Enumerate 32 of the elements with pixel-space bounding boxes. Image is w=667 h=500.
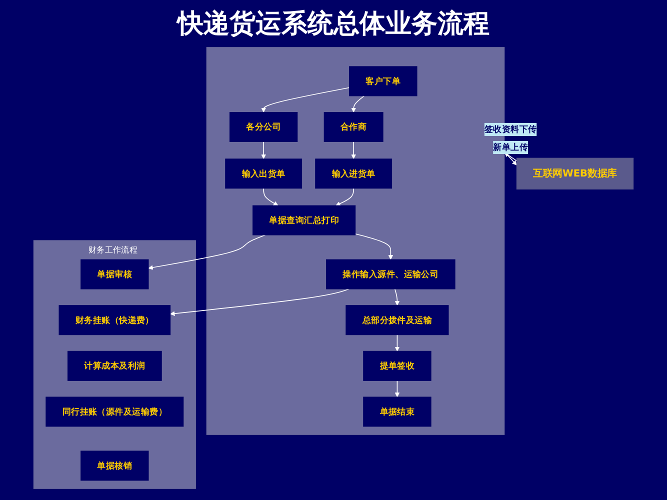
node-box: 互联网WEB数据库 [516,158,634,190]
arrow [394,334,400,352]
edge-label: 新单上传 [493,142,528,152]
node-box: 输入出货单 [225,158,302,189]
node-box: 提单签收 [363,350,432,381]
node-box: 计算成本及利润 [67,350,162,381]
node-box: 财务挂账（快递费） [58,305,171,336]
title: 快递货运系统总体业务流程 [175,8,490,41]
node-box: 合作商 [324,112,384,142]
arrow [504,152,518,162]
node-box: 单据结束 [363,396,432,427]
node-box: 各分公司 [229,112,298,142]
arrow [170,288,350,316]
node-box: 操作输入源件、运输公司 [326,259,456,290]
arrow [263,188,278,206]
node-box: 同行挂账（源件及运输费） [46,396,184,427]
node-box: 客户下单 [349,66,418,96]
arrow [351,141,356,160]
node-box: 总部分拨件及运输 [346,305,449,336]
arrow [351,96,365,112]
arrow [148,234,266,270]
edge-label: 签收资料下传 [484,124,537,134]
arrow [261,87,350,112]
arrow [354,233,394,260]
arrow [394,288,400,306]
arrow [394,380,400,398]
arrow [261,141,266,160]
node-box: 单据核销 [80,450,149,481]
node-box: 单据查询汇总打印 [252,205,356,236]
arrow [336,188,354,206]
node-box: 单据审核 [80,259,149,290]
node-box: 输入进货单 [315,158,392,189]
